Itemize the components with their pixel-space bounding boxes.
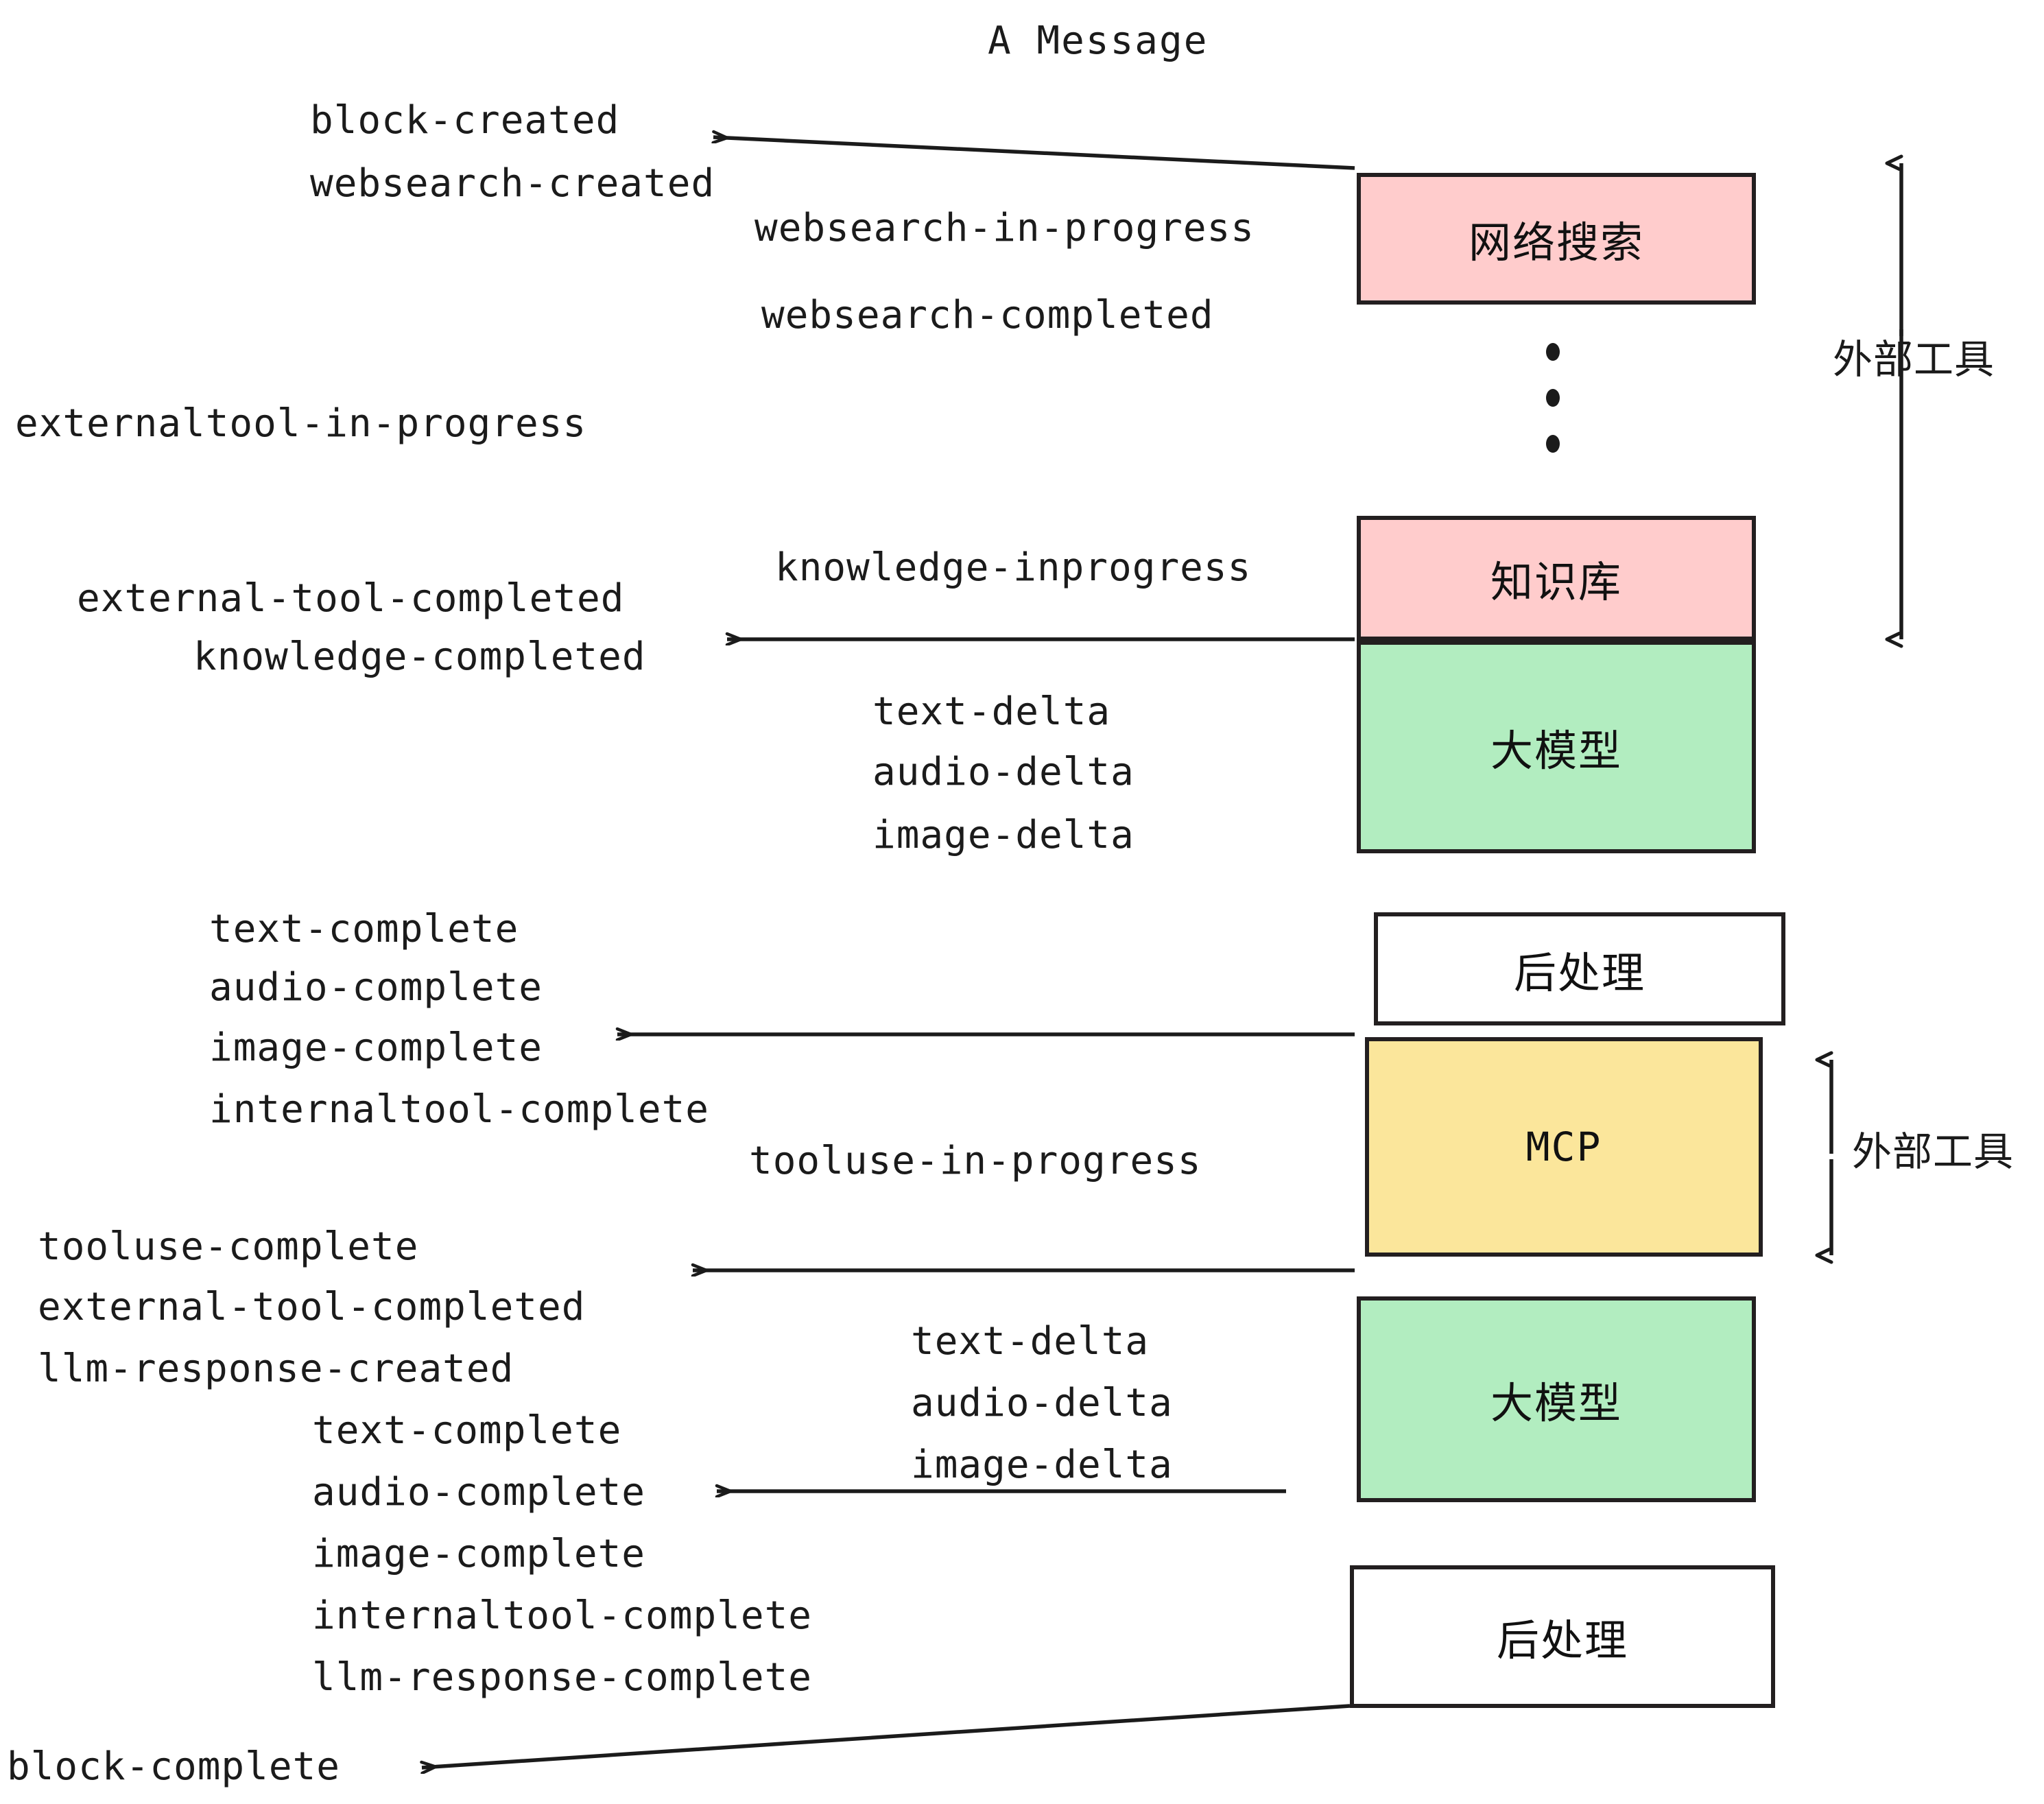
event-externaltool-in-progress: externaltool-in-progress xyxy=(15,401,587,446)
event-external-tool-completed-1: external-tool-completed xyxy=(77,576,625,621)
event-audio-complete-2: audio-complete xyxy=(312,1470,646,1515)
event-internaltool-complete-2: internaltool-complete xyxy=(312,1593,813,1638)
node-knowledge[interactable]: 知识库 xyxy=(1357,516,1756,641)
group-label-external-tools-top: 外部工具 xyxy=(1833,336,1995,383)
event-llm-response-complete: llm-response-complete xyxy=(312,1655,813,1700)
event-internaltool-complete-1: internaltool-complete xyxy=(209,1087,710,1132)
arrow-post2-to-block-complete xyxy=(422,1704,1351,1768)
event-image-delta-2: image-delta xyxy=(911,1443,1173,1487)
node-llm-1-label: 大模型 xyxy=(1490,726,1622,776)
event-websearch-completed: websearch-completed xyxy=(761,293,1214,337)
event-knowledge-completed: knowledge-completed xyxy=(193,634,646,679)
event-image-delta-1: image-delta xyxy=(872,813,1134,857)
event-text-complete-1: text-complete xyxy=(209,907,519,951)
node-postprocess-2[interactable]: 后处理 xyxy=(1350,1565,1775,1708)
node-websearch[interactable]: 网络搜索 xyxy=(1357,173,1756,305)
node-knowledge-label: 知识库 xyxy=(1490,557,1622,607)
event-text-complete-2: text-complete xyxy=(312,1408,622,1453)
event-tooluse-in-progress: tooluse-in-progress xyxy=(749,1139,1202,1183)
event-external-tool-completed-2: external-tool-completed xyxy=(38,1285,586,1329)
page-title: A Message xyxy=(988,19,1209,63)
event-llm-response-created: llm-response-created xyxy=(38,1346,514,1391)
node-llm-1[interactable]: 大模型 xyxy=(1357,641,1756,853)
node-postprocess-1-label: 后处理 xyxy=(1513,947,1645,998)
event-block-complete: block-complete xyxy=(7,1744,341,1789)
event-websearch-in-progress: websearch-in-progress xyxy=(754,206,1255,250)
node-postprocess-1[interactable]: 后处理 xyxy=(1374,912,1785,1025)
event-websearch-created: websearch-created xyxy=(310,161,715,206)
event-audio-delta-1: audio-delta xyxy=(872,750,1134,794)
ellipsis-dot xyxy=(1546,389,1560,407)
node-websearch-label: 网络搜索 xyxy=(1468,217,1644,268)
ellipsis-dots xyxy=(1545,343,1561,453)
event-image-complete-1: image-complete xyxy=(209,1025,543,1070)
event-image-complete-2: image-complete xyxy=(312,1532,646,1576)
event-tooluse-complete: tooluse-complete xyxy=(38,1224,419,1269)
ellipsis-dot xyxy=(1546,343,1560,361)
event-text-delta-1: text-delta xyxy=(872,689,1111,734)
node-postprocess-2-label: 后处理 xyxy=(1496,1615,1628,1665)
node-llm-2-label: 大模型 xyxy=(1490,1378,1622,1428)
arrow-websearch-to-created xyxy=(713,137,1355,170)
node-mcp-label: MCP xyxy=(1525,1124,1602,1170)
event-block-created: block-created xyxy=(310,98,620,143)
node-llm-2[interactable]: 大模型 xyxy=(1357,1296,1756,1502)
event-knowledge-inprogress: knowledge-inprogress xyxy=(775,545,1252,590)
node-mcp[interactable]: MCP xyxy=(1365,1037,1763,1257)
event-audio-delta-2: audio-delta xyxy=(911,1381,1173,1425)
ellipsis-dot xyxy=(1546,435,1560,453)
group-label-external-tools-bottom: 外部工具 xyxy=(1852,1128,2015,1175)
event-audio-complete-1: audio-complete xyxy=(209,965,543,1010)
event-text-delta-2: text-delta xyxy=(911,1319,1150,1364)
